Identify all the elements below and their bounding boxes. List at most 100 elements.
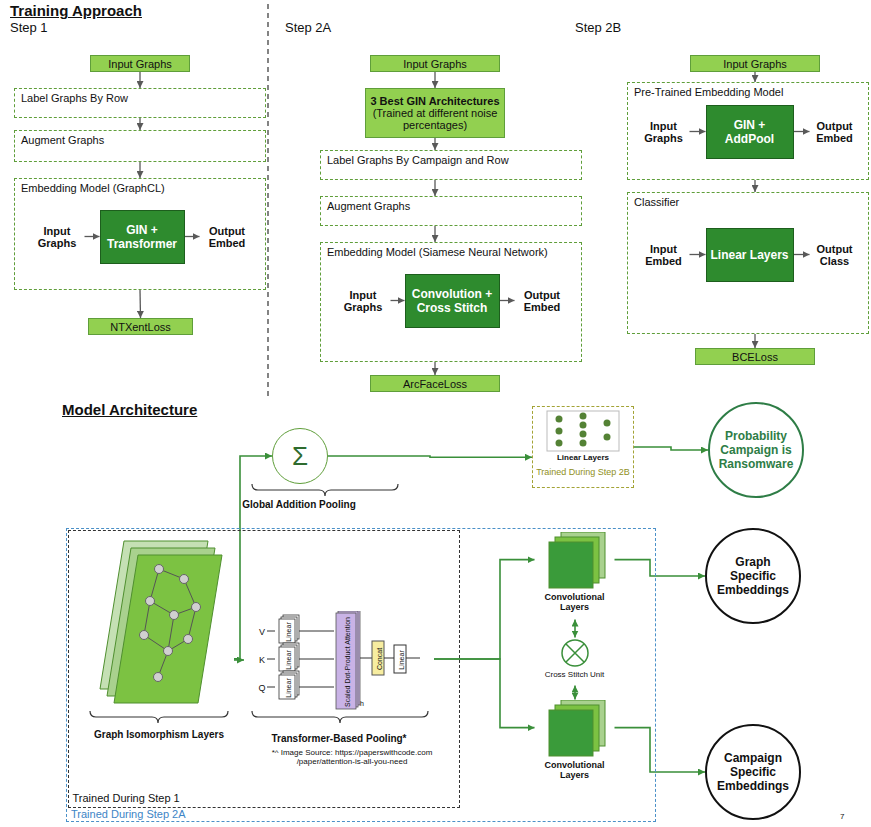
model-core: GIN + Transformer	[100, 210, 185, 264]
model-core: Linear Layers	[706, 228, 794, 282]
process-box: Augment Graphs	[14, 130, 266, 162]
graph-edge	[168, 615, 174, 651]
flow-arrow	[139, 72, 140, 88]
node-text: Input Graphs	[30, 225, 85, 249]
node-text: ArcFaceLoss	[403, 378, 467, 390]
layer-label: Linear	[285, 678, 292, 697]
node-text: Linear Layers	[533, 453, 633, 462]
pooling-circle: ΣGlobal Addition Pooling	[272, 428, 328, 484]
input-box: Input Graphs	[690, 55, 820, 72]
node-text: Σ	[292, 441, 308, 472]
node-text: Augment Graphs	[327, 200, 575, 212]
io-text: Input Graphs	[30, 222, 85, 252]
node-text: Input Graphs	[403, 58, 467, 70]
output-circle: Probability Campaign is Ransomware	[708, 402, 804, 498]
flow-arrow	[434, 560, 535, 659]
node-text: BCELoss	[732, 351, 778, 363]
source-note: *^ Image Source: https://paperswithcode.…	[262, 748, 442, 766]
head-label: h	[360, 700, 364, 707]
matrix-label: Q	[258, 684, 265, 693]
graph-node	[192, 603, 201, 612]
node-text: Convolutional Layers	[535, 592, 615, 612]
flow-arrow	[185, 236, 200, 237]
brace	[252, 711, 428, 723]
flow-arrow	[434, 226, 435, 242]
flow-arrow	[574, 686, 576, 700]
flow-arrow	[754, 334, 755, 348]
graph-node	[184, 635, 193, 644]
node-text: Label Graphs By Campaign and Row	[327, 154, 575, 166]
process-box: Label Graphs By Campaign and Row	[320, 150, 582, 180]
node-text: Output Embed	[810, 120, 860, 144]
flow-arrow	[328, 456, 532, 457]
node-text: Classifier	[634, 196, 862, 208]
node-text: Embedding Model (Siamese Neural Network)	[327, 246, 575, 258]
neuron	[556, 428, 563, 435]
flow-arrow	[434, 362, 435, 375]
model-box: Pre-Trained Embedding ModelInput Graphs G…	[627, 82, 869, 180]
node-subtext: Trained During Step 2B	[533, 467, 633, 477]
graph-node	[155, 565, 164, 574]
flow-arrow	[794, 131, 810, 132]
graph-edge	[144, 601, 150, 635]
section-heading: Training Approach	[10, 2, 142, 19]
graph-node	[140, 631, 149, 640]
io-text: Input Graphs	[638, 117, 690, 147]
flow-arrow	[234, 456, 272, 659]
classifier-box: ClassifierInput Embed Linear Layers Output…	[627, 192, 869, 334]
node-text: Input Graphs	[723, 58, 787, 70]
graph-node	[170, 611, 179, 620]
model-box: Embedding Model (Siamese Neural Network)…	[320, 242, 582, 362]
gin-illustration: Graph Isomorphism Layers	[84, 539, 234, 749]
node-text: Trained During Step 2A	[71, 808, 186, 820]
section-heading: Model Architecture	[62, 401, 197, 418]
linear-block	[279, 619, 295, 643]
flow-arrow	[391, 300, 405, 301]
node-text: Pre-Trained Embedding Model	[634, 86, 862, 98]
node-text: Probability Campaign is Ransomware	[718, 429, 794, 471]
brace	[252, 484, 398, 496]
graph-node	[146, 597, 155, 606]
graph-node	[180, 575, 189, 584]
node-text: Label Graphs By Row	[21, 92, 259, 104]
node-text: Convolutional Layers	[535, 760, 615, 780]
node-text: NTXentLoss	[110, 321, 171, 333]
flow-arrow	[434, 180, 435, 196]
loss-box: BCELoss	[695, 348, 815, 365]
flow-arrow	[690, 131, 706, 132]
brace	[90, 711, 228, 723]
process-box: Label Graphs By Row	[14, 88, 266, 118]
linear-block	[279, 675, 295, 699]
conv-layers: Convolutional Layers	[535, 532, 615, 620]
node-text: Convolution + Cross Stitch	[409, 287, 496, 315]
step-divider	[267, 4, 268, 396]
neuron	[604, 434, 611, 441]
network-image	[547, 411, 619, 451]
page-number: 7	[840, 812, 844, 821]
loss-box: NTXentLoss	[88, 318, 193, 335]
model-core: GIN + AddPool	[706, 105, 794, 159]
transformer-illustration: Transformer-Based Pooling*	[244, 611, 434, 748]
node-text: GIN + AddPool	[710, 118, 790, 146]
layer-label: Linear	[285, 622, 292, 641]
neuron	[556, 416, 563, 423]
conv-sheet	[549, 710, 593, 756]
node-text: Output Class	[810, 243, 860, 267]
node-text: Graph Isomorphism Layers	[79, 729, 239, 740]
flow-arrow	[754, 180, 755, 192]
linear-block	[394, 645, 406, 673]
node-text: Input Embed	[638, 243, 690, 267]
model-box: Embedding Model (GraphCL)Input GraphsGIN…	[14, 178, 266, 290]
flow-arrow	[85, 236, 100, 237]
layer-label: Linear	[285, 650, 292, 669]
process-box: Augment Graphs	[320, 196, 582, 226]
node-text: Transformer-Based Pooling*	[244, 733, 434, 744]
neuron	[556, 440, 563, 447]
input-box: Input Graphs	[370, 55, 500, 72]
flow-arrow	[634, 447, 708, 450]
neuron	[580, 440, 587, 447]
flow-arrow	[690, 254, 706, 255]
conv-layers: Convolutional Layers	[535, 700, 615, 788]
neuron	[580, 422, 587, 429]
layer-sheet	[114, 555, 222, 703]
